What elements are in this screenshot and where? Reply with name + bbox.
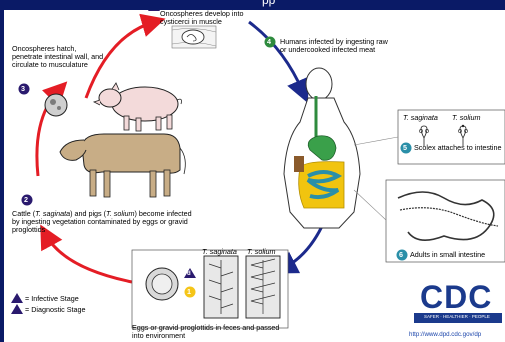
source-url-link[interactable]: http://www.dpd.cdc.gov/dp — [409, 331, 481, 339]
label-step-5: Scolex attaches to intestine — [414, 144, 505, 152]
cow-illustration — [60, 134, 185, 197]
cdc-logo: CDC SAFER · HEALTHIER · PEOPLE — [414, 283, 502, 323]
step-2-number: 2 — [24, 196, 28, 204]
header-bar: pp — [0, 0, 505, 10]
legend-diagnostic-icon — [11, 304, 23, 314]
step-1-number: 1 — [187, 288, 191, 296]
oncosphere-illustration — [45, 94, 67, 116]
pig-illustration — [94, 83, 182, 131]
legend-infective-icon — [11, 293, 23, 303]
legend-infective: = Infective Stage — [25, 295, 79, 303]
eggs-box — [132, 250, 288, 328]
arrow-blue-upper — [249, 22, 303, 92]
cdc-logo-text: CDC — [420, 281, 492, 313]
legend-diagnostic: = Diagnostic Stage — [25, 306, 86, 314]
label-step-4: Humans infected by ingesting raw or unde… — [280, 38, 390, 54]
arrow-blue-lower — [284, 222, 324, 268]
step-4-number: 4 — [267, 38, 271, 46]
scolex-species-b: T. solium — [452, 114, 481, 122]
label-step-3: Oncospheres hatch, penetrate intestinal … — [12, 45, 107, 70]
arrow-red-lower — [46, 235, 132, 282]
eggs-species-b: T. solium — [247, 248, 276, 256]
cysticercus-illustration — [172, 26, 216, 48]
eggs-species-a: T. saginata — [202, 248, 237, 256]
header-fragment: pp — [262, 0, 275, 4]
cdc-tagline: SAFER · HEALTHIER · PEOPLE — [424, 314, 490, 320]
step-5-number: 5 — [403, 144, 407, 152]
connector-scolex — [354, 137, 398, 145]
diagnostic-mark: d — [187, 270, 191, 278]
label-step-2: Cattle (T. saginata) and pigs (T. solium… — [12, 210, 197, 235]
human-illustration — [284, 68, 360, 228]
label-cysticerci: Oncospheres develop into cysticerci in m… — [160, 10, 270, 26]
step-3-number: 3 — [21, 85, 25, 93]
connector-adults — [354, 190, 386, 220]
scolex-species-a: T. saginata — [403, 114, 438, 122]
label-step-6: Adults in small intestine — [410, 251, 505, 259]
step-6-number: 6 — [399, 251, 403, 259]
label-step-1: Eggs or gravid proglottids in feces and … — [132, 324, 292, 340]
